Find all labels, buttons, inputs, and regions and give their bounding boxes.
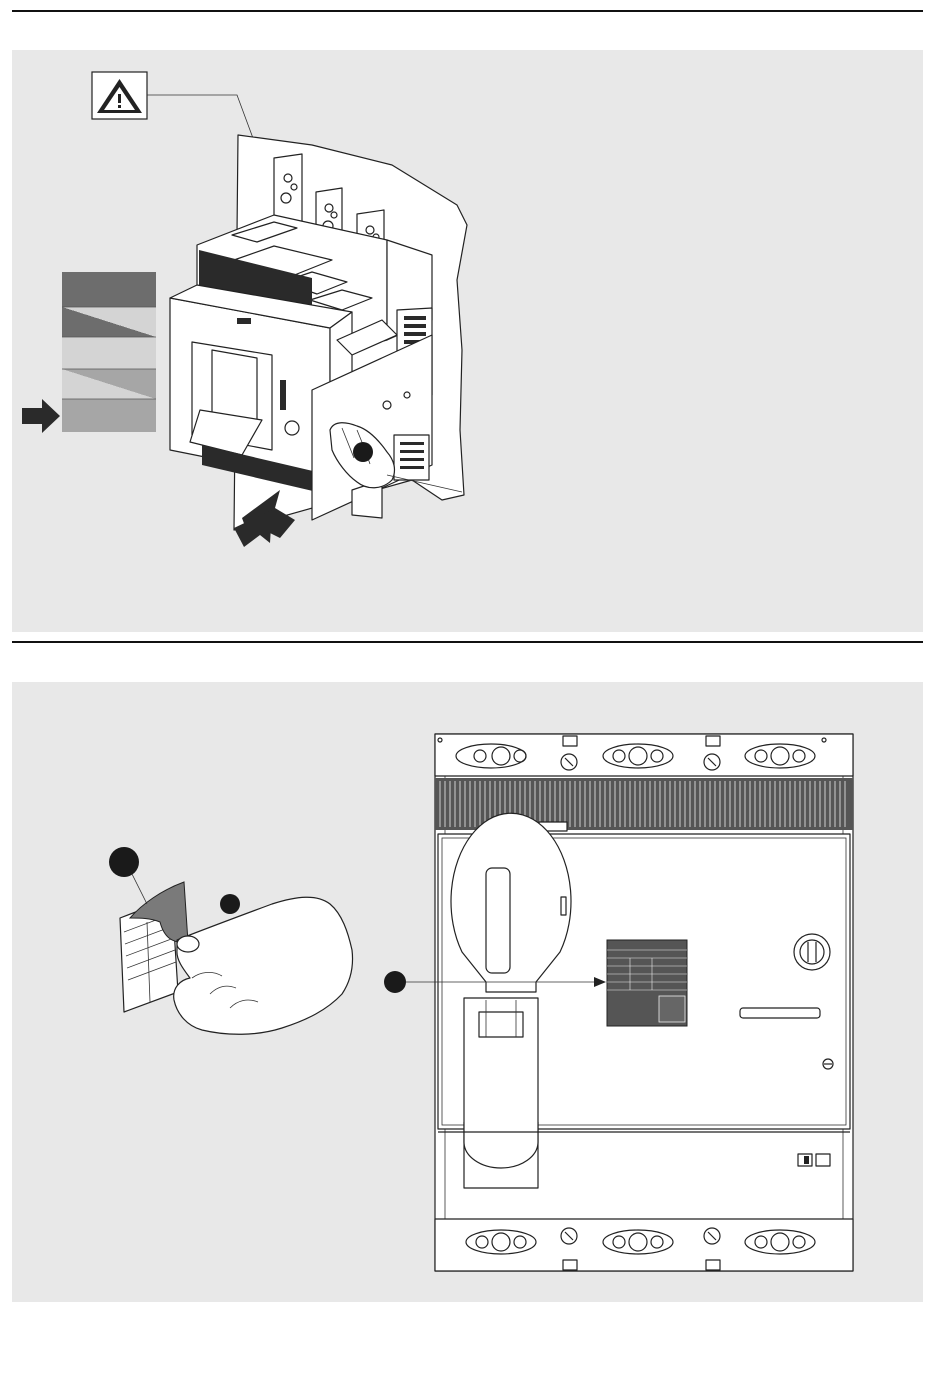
indicator-segment-3	[62, 337, 156, 369]
warning-triangle-icon	[92, 72, 147, 119]
breaker-front-view	[435, 734, 853, 1271]
indicator-segment-4	[62, 369, 156, 399]
callout-circle-2	[220, 894, 240, 914]
indicator-segment-5	[62, 399, 156, 432]
indicator-segment-1	[62, 272, 156, 307]
illustration-panel-top	[12, 50, 923, 632]
accessory-slot	[740, 1008, 820, 1018]
middle-rule	[12, 641, 923, 643]
position-indicator	[62, 272, 156, 432]
rating-label-plate	[607, 940, 687, 1026]
callout-leader-1	[132, 874, 147, 904]
callout-circle-3	[384, 971, 406, 993]
push-button	[794, 934, 830, 970]
withdrawable-breaker-illustration	[12, 50, 923, 632]
top-rule	[12, 10, 923, 12]
label-application-illustration	[12, 682, 923, 1302]
gloved-hand-peeling	[174, 897, 353, 1034]
illustration-panel-bottom	[12, 682, 923, 1302]
selected-position-arrow-icon	[22, 399, 60, 433]
callout-circle-top	[353, 442, 373, 462]
indicator-segment-2	[62, 307, 156, 337]
callout-circle-1	[109, 847, 139, 877]
